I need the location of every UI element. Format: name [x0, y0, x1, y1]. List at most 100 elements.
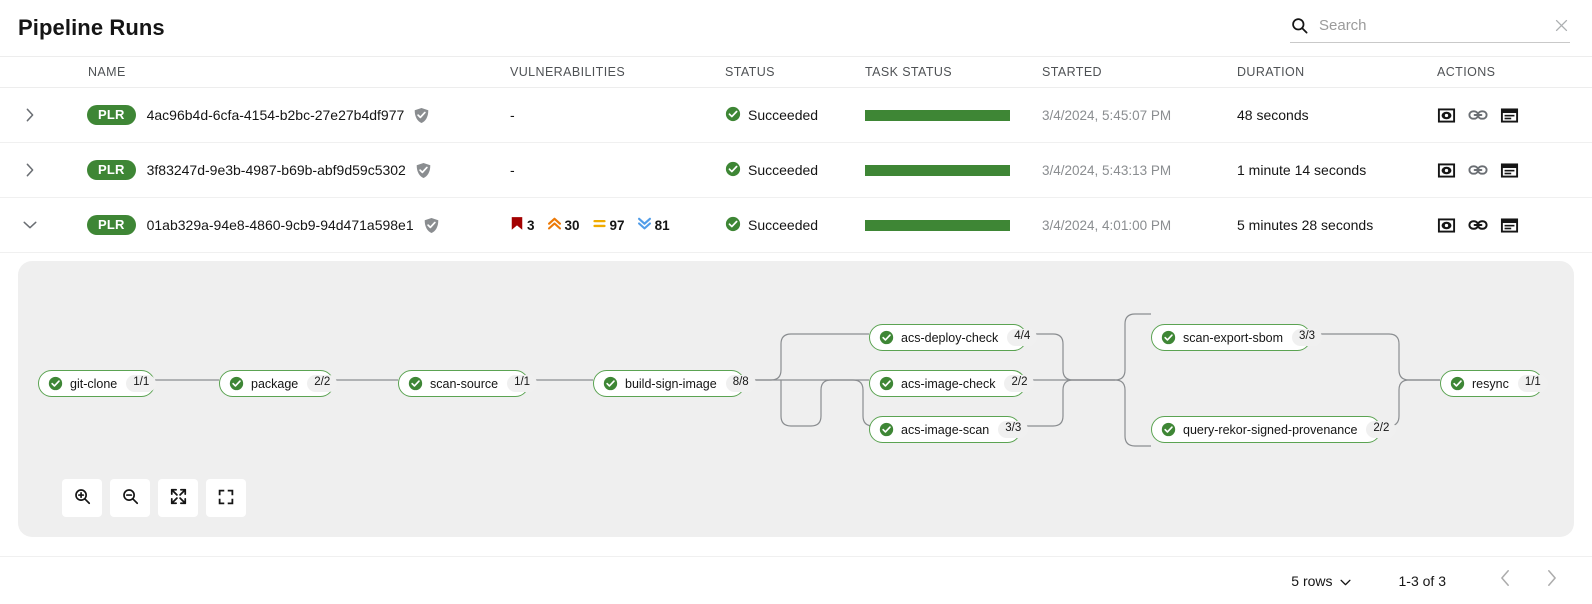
run-name[interactable]: 4ac96b4d-6cfa-4154-b2bc-27e27b4df977 — [146, 107, 405, 123]
th-started: STARTED — [1042, 65, 1102, 79]
table-row[interactable]: PLR 4ac96b4d-6cfa-4154-b2bc-27e27b4df977 -… — [0, 88, 1592, 143]
check-circle-icon — [1161, 422, 1176, 437]
status-badge: Succeeded — [725, 161, 860, 180]
graph-node-git-clone[interactable]: git-clone 1/1 — [38, 370, 157, 397]
rows-per-page-select[interactable]: 5 rows — [1291, 572, 1351, 589]
zoom-in-button[interactable] — [62, 479, 102, 517]
severity-moderate-icon — [592, 216, 607, 234]
graph-node-count: 8/8 — [725, 375, 756, 392]
shield-check-icon — [423, 217, 440, 234]
pagination-next-button[interactable] — [1536, 566, 1566, 596]
fit-view-button[interactable] — [158, 479, 198, 517]
run-type-badge: PLR — [87, 105, 136, 125]
graph-controls[interactable] — [62, 479, 246, 517]
th-name: NAME — [88, 65, 126, 79]
graph-node-count: 2/2 — [307, 375, 338, 392]
run-type-badge: PLR — [87, 160, 136, 180]
link-icon[interactable] — [1468, 160, 1488, 180]
vulnerability-count: 3 — [527, 217, 535, 233]
vulnerability-empty: - — [510, 162, 515, 178]
graph-node-label: acs-deploy-check — [901, 330, 999, 345]
check-circle-icon — [879, 376, 894, 391]
vulnerability-count: 81 — [654, 217, 670, 233]
vulnerability-empty: - — [510, 107, 515, 123]
graph-edges — [155, 313, 1440, 447]
fullscreen-icon — [217, 488, 235, 509]
zoom-out-button[interactable] — [110, 479, 150, 517]
fullscreen-button[interactable] — [206, 479, 246, 517]
check-circle-icon — [1450, 376, 1465, 391]
th-actions: ACTIONS — [1437, 65, 1496, 79]
graph-node-count: 2/2 — [1366, 421, 1397, 438]
graph-node-count: 4/4 — [1007, 329, 1038, 346]
graph-node-label: git-clone — [70, 376, 118, 391]
table-header-row: NAME VULNERABILITIES STATUS TASK STATUS … — [0, 56, 1592, 88]
zoom-out-icon — [121, 487, 140, 509]
duration-value: 48 seconds — [1237, 107, 1309, 123]
close-icon[interactable] — [1553, 17, 1570, 34]
vulnerability-moderate: 97 — [592, 216, 625, 234]
status-label: Succeeded — [748, 217, 819, 233]
details-icon[interactable] — [1500, 106, 1519, 125]
graph-node-label: query-rekor-signed-provenance — [1183, 422, 1358, 437]
row-expand-toggle[interactable] — [22, 217, 38, 233]
link-icon[interactable] — [1468, 105, 1488, 125]
search-input[interactable] — [1319, 16, 1547, 34]
graph-node-label: resync — [1472, 376, 1509, 391]
vulnerability-summary: 3 30 97 81 — [510, 216, 720, 234]
shield-check-icon — [413, 107, 430, 124]
graph-node-label: acs-image-check — [901, 376, 996, 391]
graph-node-count: 1/1 — [507, 375, 538, 392]
shield-check-icon — [415, 162, 432, 179]
search-bar[interactable] — [1290, 10, 1570, 43]
view-logs-icon[interactable] — [1437, 106, 1456, 125]
run-name[interactable]: 01ab329a-94e8-4860-9cb9-94d471a598e1 — [146, 217, 414, 233]
status-label: Succeeded — [748, 107, 819, 123]
table-row[interactable]: PLR 3f83247d-9e3b-4987-b69b-abf9d59c5302 -… — [0, 143, 1592, 198]
page-header: Pipeline Runs — [0, 0, 1592, 56]
row-expand-toggle[interactable] — [23, 161, 37, 179]
started-timestamp: 3/4/2024, 5:45:07 PM — [1042, 108, 1172, 123]
pagination-bar: 5 rows 1-3 of 3 — [0, 556, 1592, 604]
run-name[interactable]: 3f83247d-9e3b-4987-b69b-abf9d59c5302 — [146, 162, 406, 178]
details-icon[interactable] — [1500, 216, 1519, 235]
chevron-right-icon — [1545, 569, 1558, 592]
zoom-in-icon — [73, 487, 92, 509]
graph-node-query-rekor-signed-provenance[interactable]: query-rekor-signed-provenance 2/2 — [1151, 416, 1397, 443]
status-badge: Succeeded — [725, 106, 860, 125]
check-circle-icon — [48, 376, 63, 391]
details-icon[interactable] — [1500, 161, 1519, 180]
pagination-prev-button[interactable] — [1490, 566, 1520, 596]
chevron-left-icon — [1499, 569, 1512, 592]
graph-node-label: scan-export-sbom — [1183, 330, 1284, 345]
graph-node-acs-deploy-check[interactable]: acs-deploy-check 4/4 — [869, 324, 1038, 351]
expand-arrows-icon — [169, 487, 188, 509]
link-icon[interactable] — [1468, 215, 1488, 235]
row-expand-toggle[interactable] — [23, 106, 37, 124]
view-logs-icon[interactable] — [1437, 216, 1456, 235]
check-circle-icon — [725, 216, 741, 235]
started-timestamp: 3/4/2024, 4:01:00 PM — [1042, 218, 1172, 233]
vulnerability-count: 30 — [564, 217, 580, 233]
vulnerability-important: 30 — [547, 216, 580, 234]
task-status-progress — [865, 219, 1010, 231]
view-logs-icon[interactable] — [1437, 161, 1456, 180]
check-circle-icon — [603, 376, 618, 391]
graph-node-count: 1/1 — [126, 375, 157, 392]
vulnerability-count: 97 — [609, 217, 625, 233]
rows-per-page-label: 5 rows — [1291, 572, 1333, 589]
vulnerability-critical: 3 — [510, 216, 535, 234]
check-circle-icon — [229, 376, 244, 391]
check-circle-icon — [879, 422, 894, 437]
severity-important-icon — [547, 216, 562, 234]
pipeline-runs-table: NAME VULNERABILITIES STATUS TASK STATUS … — [0, 56, 1592, 253]
